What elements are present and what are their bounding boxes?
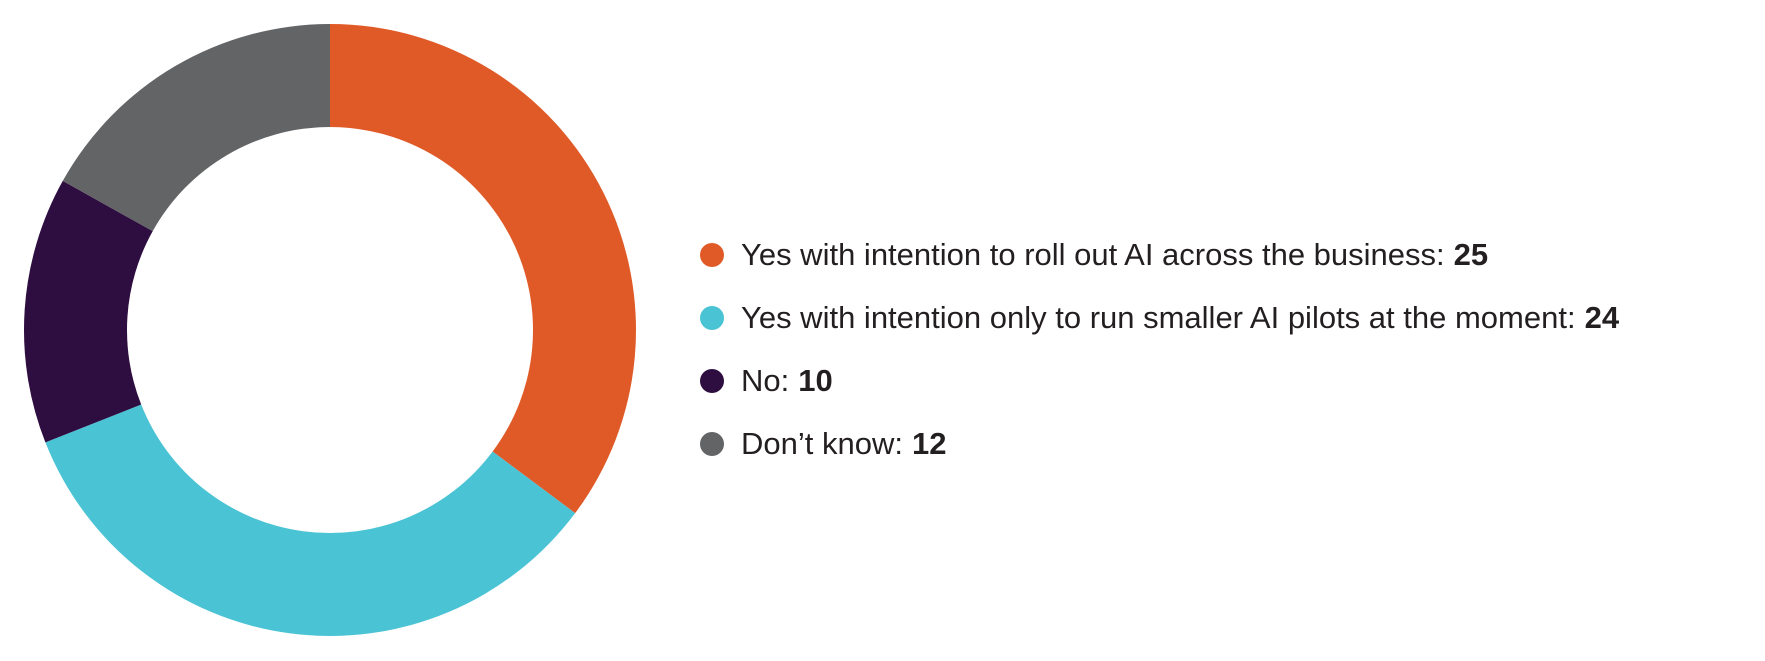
donut-chart: [23, 24, 636, 636]
legend-label: Don’t know:: [741, 425, 903, 461]
legend-label: Yes with intention to roll out AI across…: [741, 236, 1445, 272]
legend-item-roll-out: Yes with intention to roll out AI across…: [700, 223, 1619, 286]
chart-legend: Yes with intention to roll out AI across…: [700, 223, 1619, 475]
legend-value: 25: [1453, 236, 1489, 272]
legend-swatch: [700, 305, 724, 330]
legend-value: 24: [1584, 299, 1620, 335]
donut-slice-pilots: [45, 404, 576, 636]
legend-swatch: [700, 242, 724, 267]
legend-item-pilots: Yes with intention only to run smaller A…: [700, 286, 1619, 349]
donut-slice-no: [23, 180, 153, 443]
legend-swatch: [700, 431, 724, 456]
legend-item-no: No: 10: [700, 349, 1619, 412]
donut-slice-roll-out: [330, 24, 636, 514]
legend-label: Yes with intention only to run smaller A…: [741, 299, 1576, 335]
legend-value: 10: [798, 362, 833, 398]
legend-value: 12: [911, 425, 947, 461]
legend-item-dont-know: Don’t know: 12: [700, 412, 1619, 475]
legend-swatch: [700, 368, 724, 393]
legend-label: No:: [741, 362, 790, 398]
donut-slice-dont-know: [62, 24, 330, 232]
